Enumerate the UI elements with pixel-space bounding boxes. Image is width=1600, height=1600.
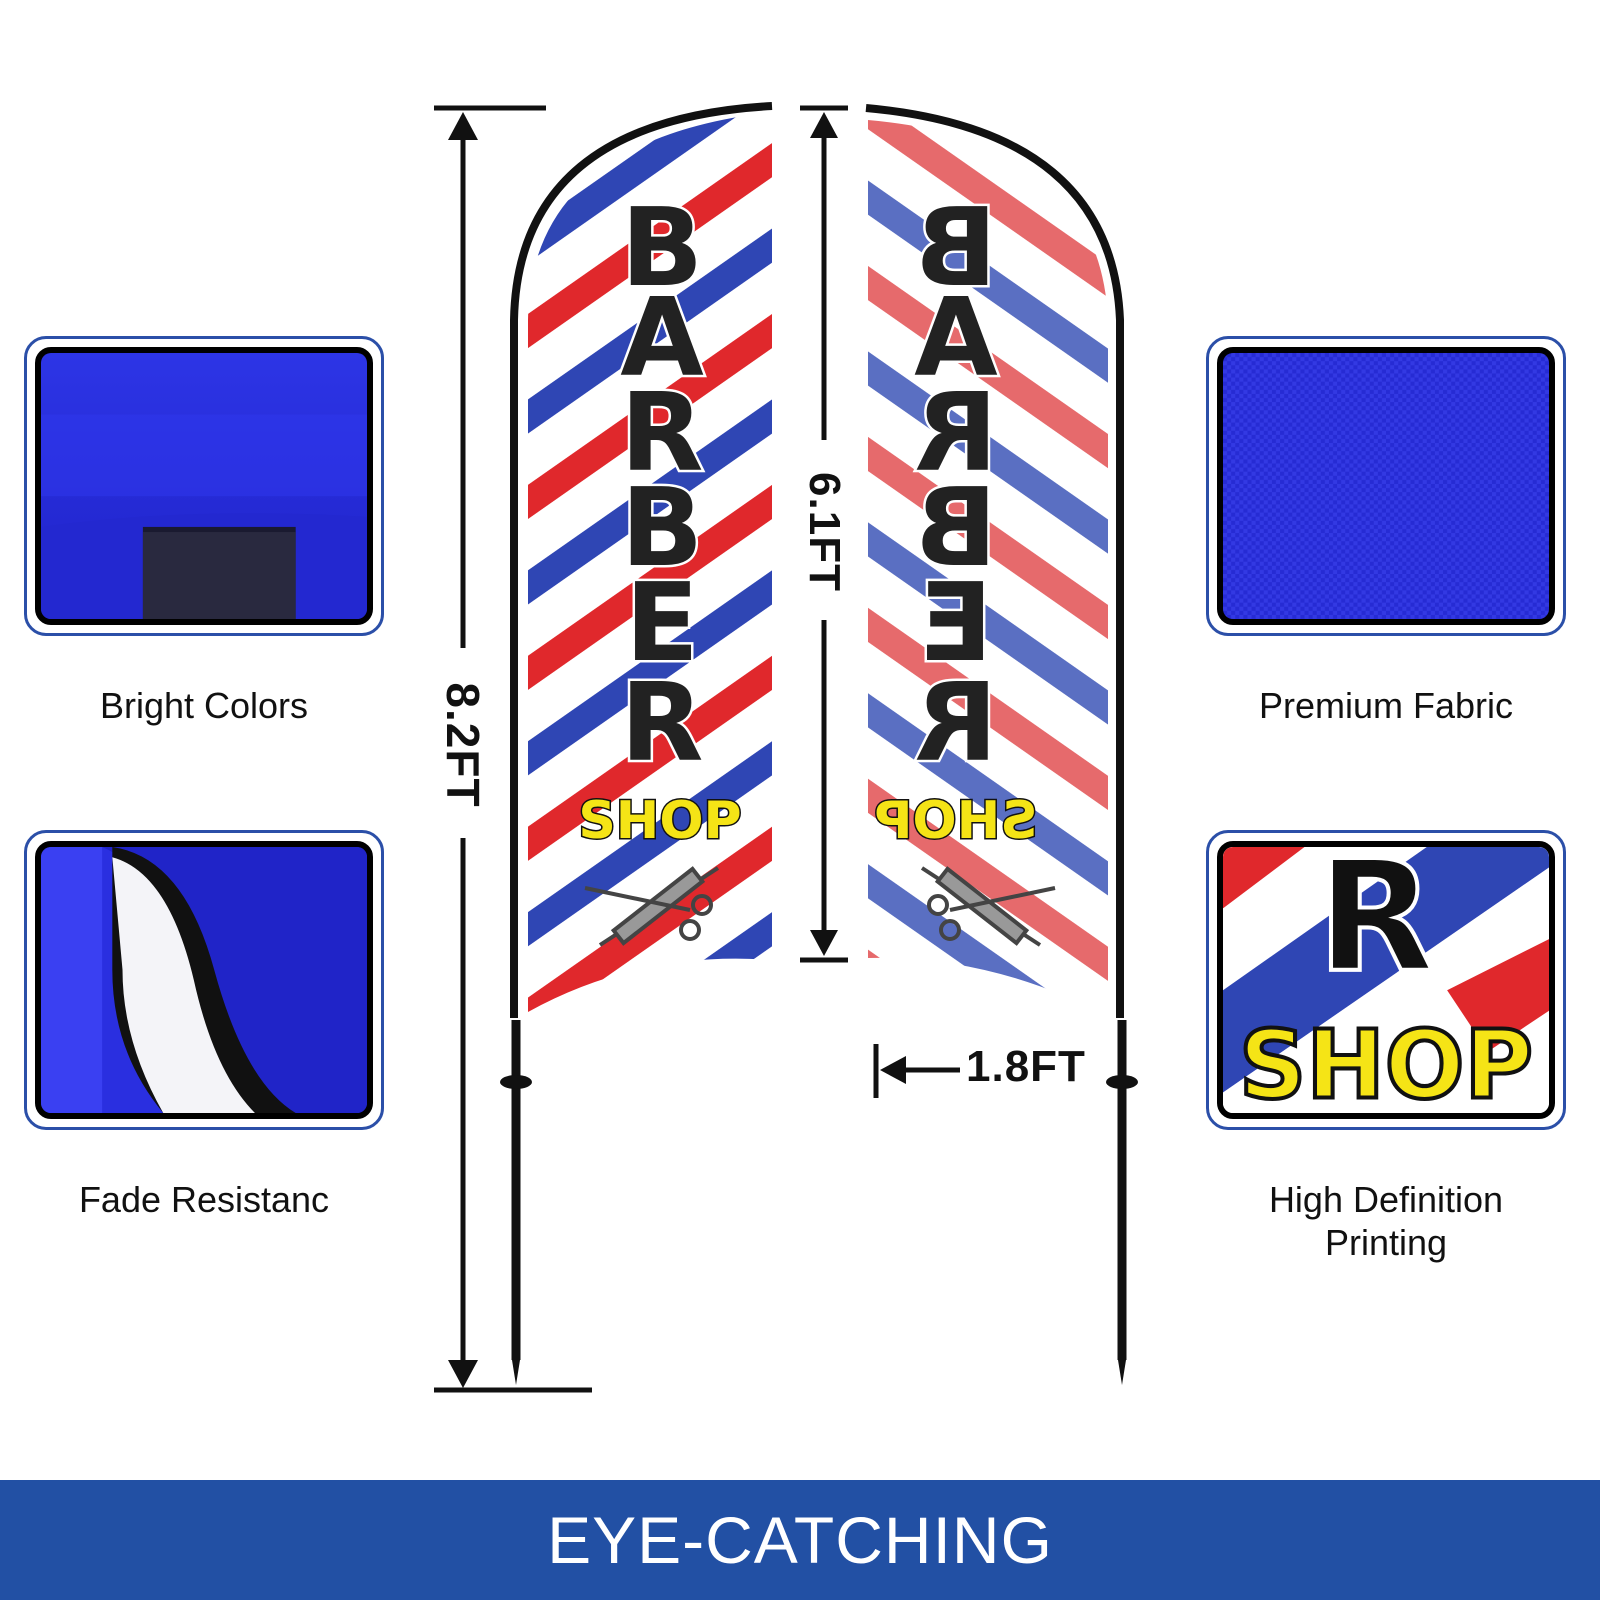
high-definition-card: R SHOP (1206, 830, 1566, 1130)
flag-height-dimension-line (800, 105, 848, 963)
svg-text:A: A (620, 276, 704, 401)
flag-width-dimension-line (873, 1044, 960, 1098)
svg-text:B: B (621, 186, 703, 311)
high-definition-photo: R SHOP (1217, 841, 1555, 1119)
fade-resistance-label: Fade Resistanc (78, 1179, 330, 1220)
svg-text:E: E (919, 561, 993, 686)
right-flag-scissors-comb-icon (920, 866, 1056, 947)
premium-fabric-photo (1217, 347, 1555, 625)
right-flag-word: B A R B E R SHOP (873, 184, 1039, 853)
svg-text:B: B (621, 466, 703, 591)
svg-text:A: A (914, 276, 998, 401)
total-height-label: 8.2FT (437, 682, 489, 808)
footer-banner: EYE-CATCHING (0, 1480, 1600, 1600)
fade-resistance-card (24, 830, 384, 1130)
svg-text:R: R (620, 661, 703, 786)
premium-fabric-label: Premium Fabric (1258, 685, 1514, 726)
footer-title: EYE-CATCHING (547, 1503, 1053, 1577)
svg-text:R: R (914, 661, 997, 786)
high-definition-label: High Definition Printing (1268, 1179, 1504, 1264)
total-height-dimension-line (434, 105, 592, 1393)
zoom-letter: R (1317, 847, 1435, 1007)
premium-fabric-card (1206, 336, 1566, 636)
svg-text:R: R (914, 371, 997, 496)
left-flag-scissors-comb-icon (584, 866, 720, 947)
svg-text:B: B (915, 186, 997, 311)
left-flag-word: B A R B E R SHOP (577, 184, 743, 853)
svg-text:R: R (620, 371, 703, 496)
zoom-shop: SHOP (1239, 1011, 1533, 1113)
svg-text:E: E (625, 561, 699, 686)
bright-colors-card (24, 336, 384, 636)
bright-colors-label: Bright Colors (99, 685, 309, 726)
svg-text:SHOP: SHOP (578, 791, 741, 851)
svg-text:B: B (915, 466, 997, 591)
left-flag-pole-frame (510, 102, 773, 1018)
flag-illustration: B A R B E R SHOP B A R B E R SHOP (434, 102, 1138, 1393)
svg-text:SHOP: SHOP (874, 791, 1037, 851)
fade-resistance-photo (35, 841, 373, 1119)
right-flag-pole-frame (865, 104, 1124, 1018)
bright-colors-photo (35, 347, 373, 625)
flag-height-label: 6.1FT (800, 472, 849, 592)
flag-width-label: 1.8FT (966, 1042, 1086, 1091)
